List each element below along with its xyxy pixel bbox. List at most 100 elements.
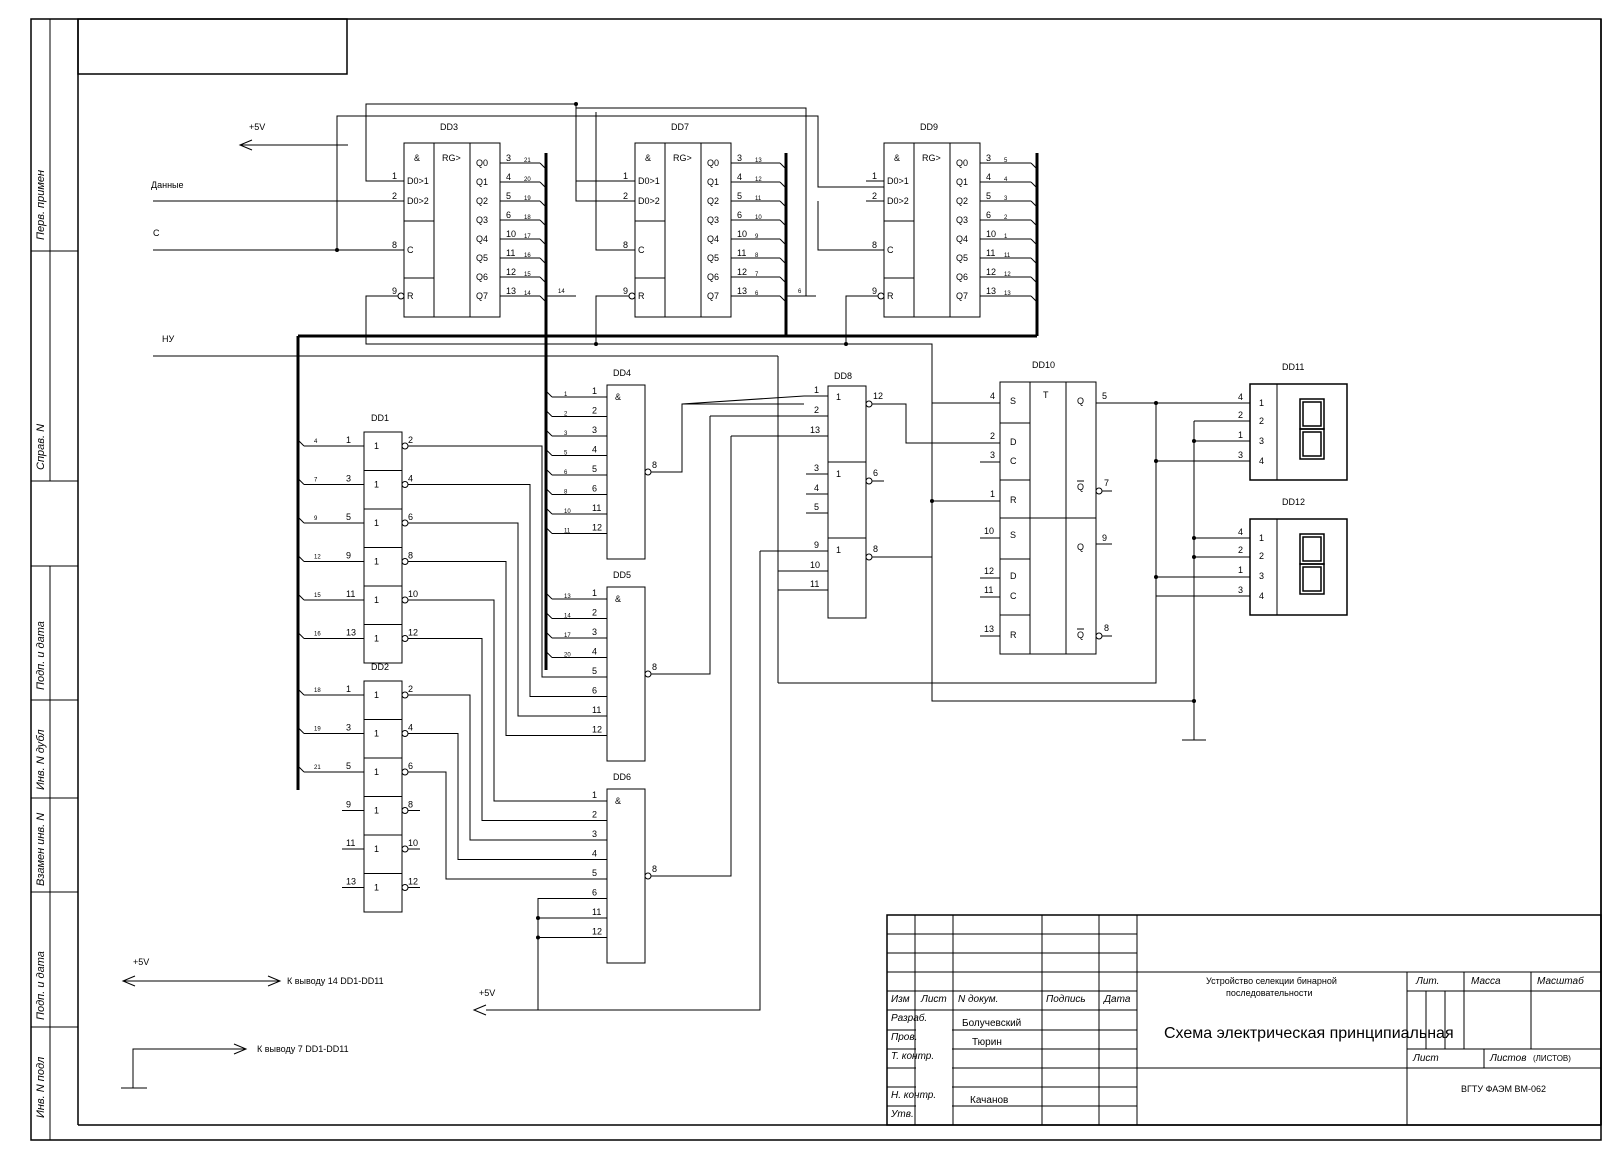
inverter-in-pin: 9	[346, 551, 351, 561]
and-gate-in-pin: 1	[592, 790, 597, 800]
register-output-pin: 5	[737, 191, 742, 201]
inverter-wire-num: 15	[314, 593, 321, 599]
register-output-label: Q7	[707, 291, 719, 301]
tb-doc-title-1: Устройство селекции бинарной	[1206, 976, 1337, 986]
and-gate-in-pin: 4	[592, 849, 597, 859]
display-box-pin: 2	[1259, 416, 1264, 426]
register-output-pin: 11	[506, 248, 515, 258]
dd8-g2-sym: 1	[836, 469, 841, 479]
register-output-label: Q2	[476, 196, 488, 206]
display-box-pin: 3	[1259, 436, 1264, 446]
dd10-title: DD10	[1032, 360, 1055, 370]
dd10-pin-d-up: 2	[990, 431, 995, 441]
register-output-pin: 3	[986, 153, 991, 163]
register-title: DD7	[671, 122, 689, 132]
register-output-pin: 6	[986, 210, 991, 220]
tb-org: ВГТУ ФАЭМ ВМ-062	[1461, 1084, 1546, 1094]
dd10-u-d-label: D	[1010, 437, 1017, 447]
register-wire-num: 12	[1004, 272, 1011, 278]
dd8-in-2: 2	[814, 405, 819, 415]
register-output-label: Q7	[956, 291, 968, 301]
register-input-label: C	[887, 245, 894, 255]
register-output-pin: 6	[737, 210, 742, 220]
dd8-in-3: 3	[814, 463, 819, 473]
and-gate-wire-num: 6	[564, 470, 568, 476]
inverter-out-pin: 4	[408, 723, 413, 733]
and-gate-in-pin: 2	[592, 608, 597, 618]
register-input-label: R	[407, 291, 414, 301]
tb-listov: Листов	[1489, 1053, 1526, 1064]
tb-massa: Масса	[1471, 976, 1501, 987]
and-gate-title: DD6	[613, 772, 631, 782]
register-input-pin: 9	[623, 286, 628, 296]
tb-masshtab: Масштаб	[1537, 975, 1584, 987]
and-gate-layer: DD4&112233455668111012118DD5&11321431742…	[420, 368, 805, 1010]
dd10-pin-q-low: 9	[1102, 533, 1107, 543]
register-output-pin: 4	[986, 172, 991, 182]
dd10-pin-nq-low: 8	[1104, 623, 1109, 633]
tb-tkontr: Т. контр.	[891, 1051, 934, 1062]
dd8-g3-sym: 1	[836, 545, 841, 555]
inverter-in-pin: 9	[346, 800, 351, 810]
dd10-pin-s-up: 4	[990, 391, 995, 401]
register-body	[403, 142, 501, 318]
tb-razrab-name: Болучевский	[962, 1018, 1021, 1029]
dd8-g1-sym: 1	[836, 392, 841, 402]
inverter-sym: 1	[374, 595, 379, 605]
register-output-label: Q7	[476, 291, 488, 301]
gnd-pin7-note: К выводу 7 DD1-DD11	[257, 1044, 349, 1054]
register-input-pin: 2	[392, 191, 397, 201]
inverter-sym: 1	[374, 844, 379, 854]
inverter-in-pin: 1	[346, 435, 351, 445]
register-output-label: Q0	[707, 158, 719, 168]
display-wiring	[778, 401, 1250, 741]
register-output-pin: 5	[506, 191, 511, 201]
tb-doc-title-2: последовательности	[1226, 988, 1312, 998]
register-and-sym: &	[414, 153, 420, 163]
inverter-wire-num: 4	[314, 439, 318, 445]
and-gate-in-pin: 5	[592, 868, 597, 878]
seven-seg-digit	[1299, 398, 1325, 460]
inverter-sym: 1	[374, 557, 379, 567]
tb-podp: Подпись	[1046, 994, 1086, 1005]
inverter-sym: 1	[374, 767, 379, 777]
display-box-pin: 2	[1259, 551, 1264, 561]
register-output-pin: 5	[986, 191, 991, 201]
dd8-in-4: 4	[814, 483, 819, 493]
dd10-l-s-label: S	[1010, 530, 1016, 540]
tb-listov-note: (ЛИСТОВ)	[1533, 1054, 1571, 1063]
and-gate-in-pin: 12	[592, 523, 602, 533]
register-output-pin: 11	[737, 248, 746, 258]
register-output-label: Q0	[956, 158, 968, 168]
and-gate-in-pin: 4	[592, 647, 597, 657]
register-output-pin: 13	[986, 286, 996, 296]
register-input-label: C	[407, 245, 414, 255]
register-wire-num: 4	[1004, 177, 1008, 183]
tb-razrab: Разраб.	[891, 1012, 927, 1024]
register-output-pin: 13	[506, 286, 516, 296]
display-box-pin: 1	[1259, 398, 1264, 408]
register-output-label: Q1	[956, 177, 968, 187]
inverter-in-pin: 11	[346, 589, 355, 599]
side-label-inv-n-dubl: Инв. N дубл	[35, 729, 47, 790]
dd10-pin-nq-up: 7	[1104, 478, 1109, 488]
and-gate-in-pin: 3	[592, 829, 597, 839]
inverter-in-pin: 5	[346, 512, 351, 522]
register-output-label: Q5	[476, 253, 488, 263]
inverter-out-pin: 10	[408, 838, 418, 848]
register-output-pin: 10	[986, 229, 996, 239]
and-gate-wire-num: 1	[564, 392, 568, 398]
inverter-title: DD1	[371, 413, 389, 423]
and-gate-in-pin: 6	[592, 888, 597, 898]
register-input-label: R	[887, 291, 894, 301]
dd8-in-13: 13	[810, 425, 820, 435]
and-gate-in-pin: 3	[592, 627, 597, 637]
register-output-label: Q5	[956, 253, 968, 263]
side-label-perv-primen: Перв. примен	[35, 170, 47, 240]
side-label-podp-data-1: Подп. и дата	[35, 621, 47, 690]
